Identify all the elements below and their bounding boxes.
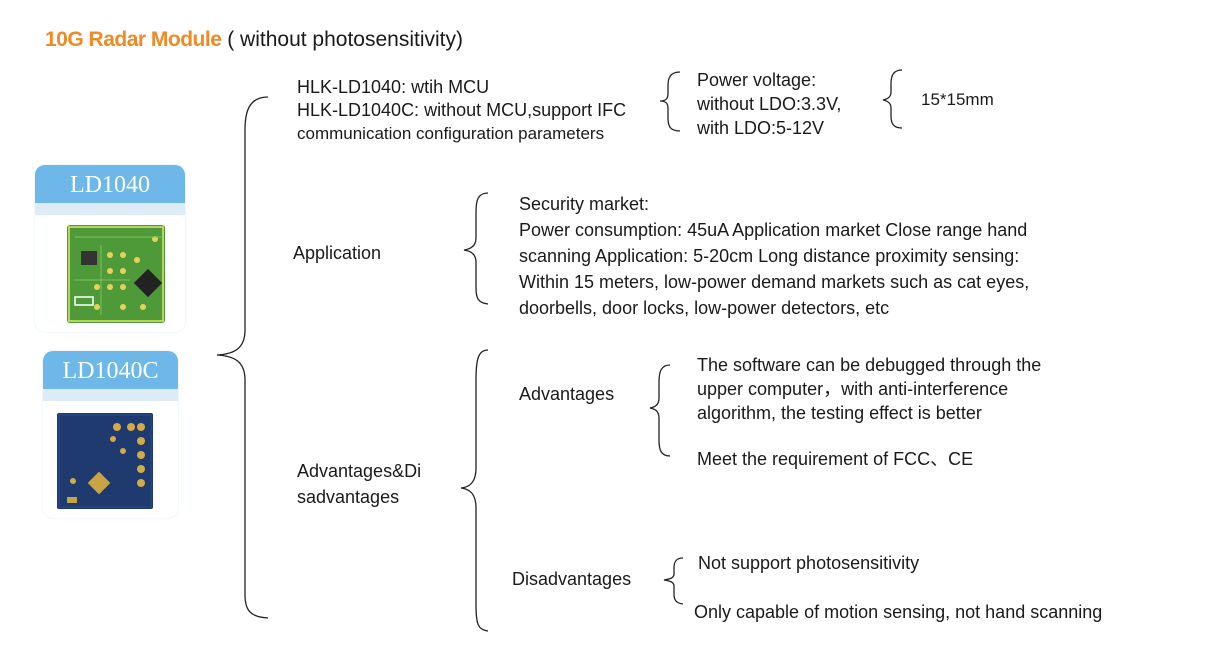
card-strip <box>43 389 178 401</box>
application-line-1: Security market: <box>519 194 650 214</box>
adv-dis-brace <box>460 349 489 632</box>
size-brace <box>882 69 903 129</box>
application-label: Application <box>293 243 382 263</box>
advantages-item-1: The software can be debugged through the… <box>697 353 1041 425</box>
product-image-ld1040c <box>43 401 178 518</box>
application-line-5: doorbells, door locks, low-power detecto… <box>519 298 890 318</box>
product-card-ld1040c: LD1040C <box>43 351 178 518</box>
advantages-label: Advantages <box>519 384 615 404</box>
application-line-4: Within 15 meters, low-power demand marke… <box>519 272 1030 292</box>
pcb-board-blue <box>57 413 153 509</box>
product-card-ld1040: LD1040 <box>35 165 185 332</box>
model-line-2: HLK-LD1040C: without MCU,support IFC <box>297 100 627 120</box>
application-line-2: Power consumption: 45uA Application mark… <box>519 220 1028 240</box>
adv-dis-label-line-2: sadvantages <box>297 487 400 507</box>
module-size: 15*15mm <box>921 90 994 109</box>
product-label-ld1040c: LD1040C <box>43 351 178 389</box>
title-main: 10G Radar Module <box>45 28 222 51</box>
product-label-ld1040: LD1040 <box>35 165 185 203</box>
power-brace <box>659 71 681 132</box>
advantages-line-2: upper computer，with anti-interference <box>697 379 1009 399</box>
advantages-brace <box>649 364 671 457</box>
adv-dis-label: Advantages&Di sadvantages <box>297 458 421 510</box>
application-brace <box>463 192 489 305</box>
advantages-line-1: The software can be debugged through the <box>697 355 1042 375</box>
model-line-1: HLK-LD1040: wtih MCU <box>297 77 490 97</box>
power-line-1: Power voltage: <box>697 70 817 90</box>
disadvantages-brace <box>663 557 684 605</box>
disadvantages-item-1: Not support photosensitivity <box>698 553 920 573</box>
application-line-3: scanning Application: 5-20cm Long distan… <box>519 246 1020 266</box>
model-description: HLK-LD1040: wtih MCU HLK-LD1040C: withou… <box>297 76 626 145</box>
disadvantages-item-2: Only capable of motion sensing, not hand… <box>694 602 1103 622</box>
main-brace <box>216 96 269 619</box>
advantages-item-2: Meet the requirement of FCC、CE <box>697 449 974 469</box>
power-voltage: Power voltage: without LDO:3.3V, with LD… <box>697 68 841 140</box>
disadvantages-label: Disadvantages <box>512 569 632 589</box>
page-title: 10G Radar Module ( without photosensitiv… <box>45 28 463 52</box>
power-line-3: with LDO:5-12V <box>697 118 825 138</box>
model-line-3: communication configuration parameters <box>297 124 605 143</box>
adv-dis-label-line-1: Advantages&Di <box>297 461 422 481</box>
title-sub: ( without photosensitivity) <box>221 28 463 51</box>
product-image-ld1040 <box>35 215 185 332</box>
application-details: Security market: Power consumption: 45uA… <box>519 191 1029 321</box>
power-line-2: without LDO:3.3V, <box>697 94 842 114</box>
advantages-line-3: algorithm, the testing effect is better <box>697 403 982 423</box>
pcb-board-green <box>67 225 165 323</box>
card-strip <box>35 203 185 215</box>
